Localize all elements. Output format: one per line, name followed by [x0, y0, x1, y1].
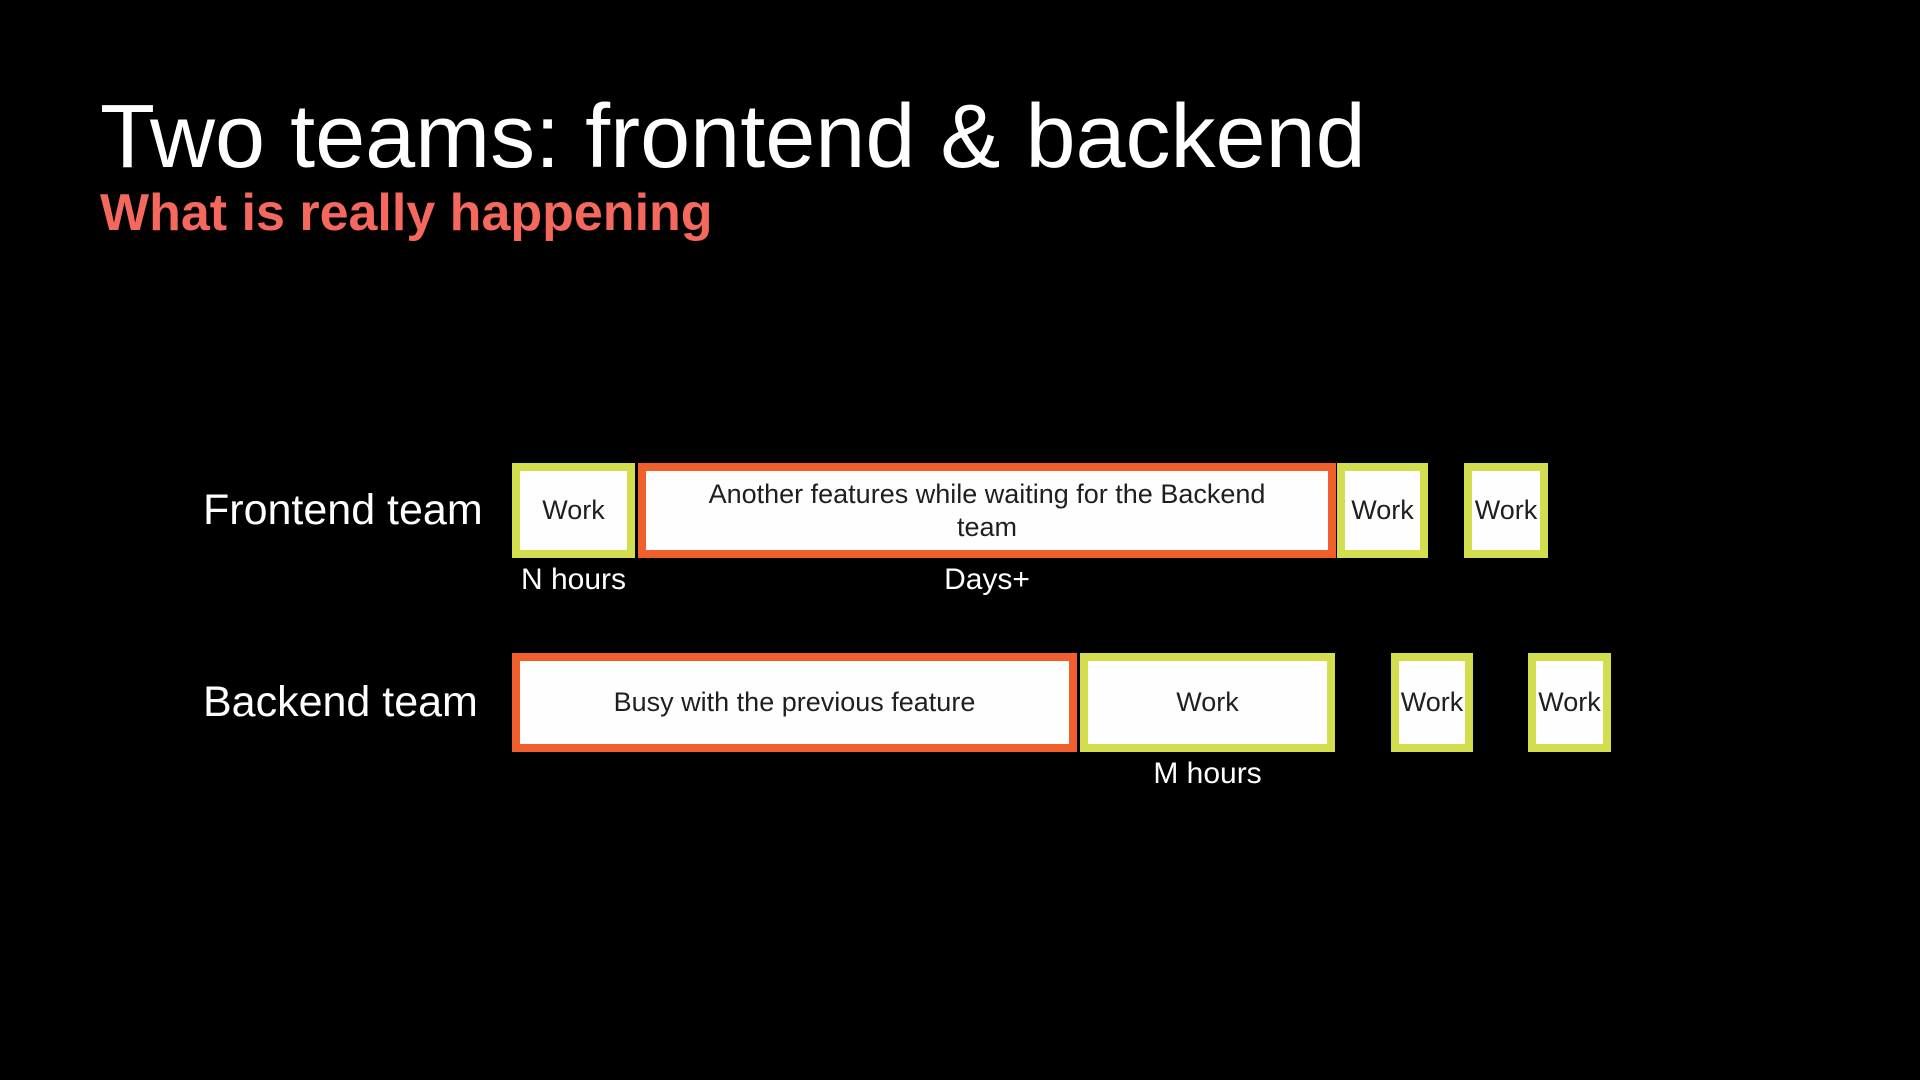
slide-subtitle: What is really happening [100, 184, 713, 242]
slide-title: Two teams: frontend & backend [100, 87, 1366, 187]
n-hours-caption: N hours [520, 563, 627, 596]
backend-work-box-1: Work [1080, 653, 1335, 752]
backend-busy-box: Busy with the previous feature [512, 653, 1077, 752]
backend-work-box-3: Work [1528, 653, 1611, 752]
frontend-work-box-2: Work [1337, 463, 1428, 558]
backend-work-box-2: Work [1391, 653, 1473, 752]
frontend-work-box-3: Work [1464, 463, 1548, 558]
frontend-waiting-feature-box: Another features while waiting for the B… [638, 463, 1336, 558]
m-hours-caption: M hours [1153, 757, 1262, 790]
days-plus-caption: Days+ [944, 563, 1030, 596]
backend-team-label: Backend team [203, 678, 478, 726]
frontend-team-label: Frontend team [203, 486, 483, 534]
frontend-work-box-1: Work [512, 463, 635, 558]
